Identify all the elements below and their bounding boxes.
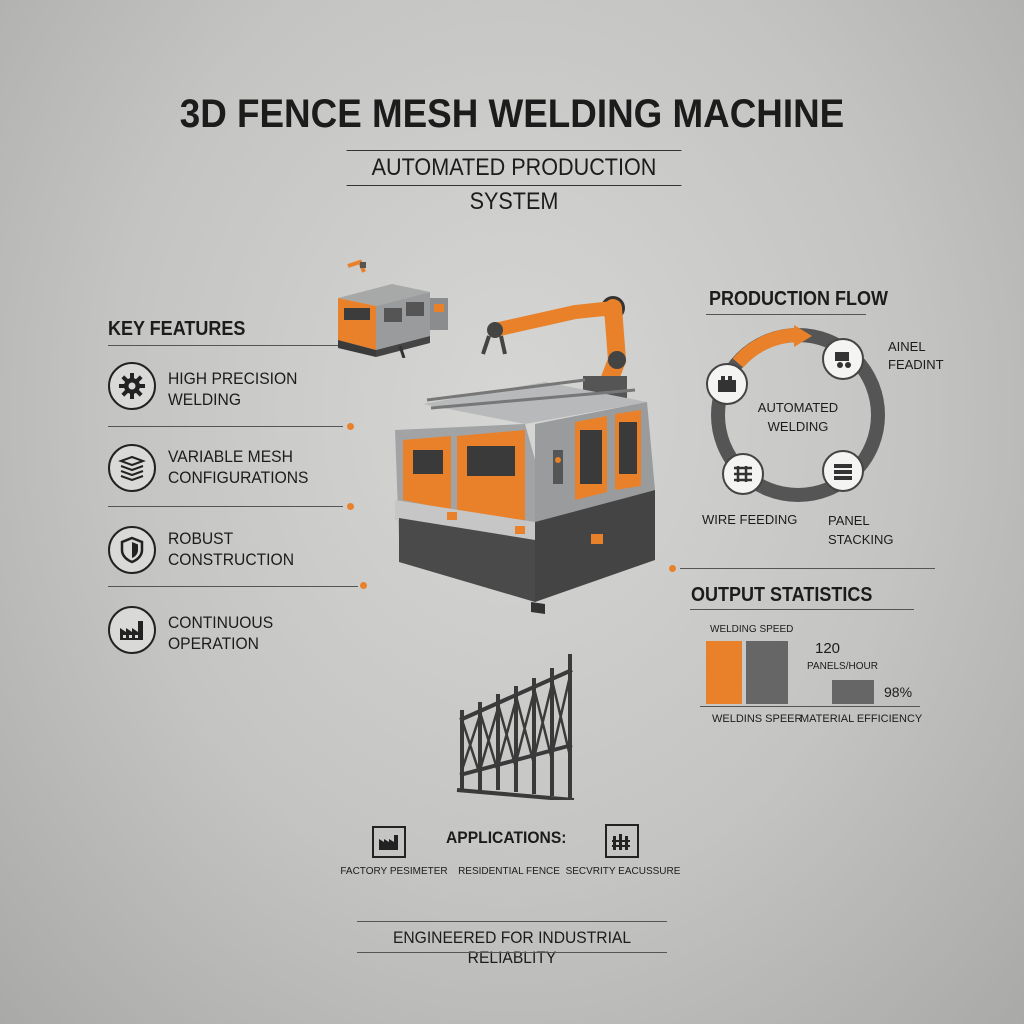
feature-line1: CONTINUOUS xyxy=(168,613,274,632)
key-features-rule xyxy=(108,345,348,346)
feature-item-operation: CONTINUOUS OPERATION xyxy=(108,606,358,654)
application-item-residential: RESIDENTIAL FENCE xyxy=(458,866,560,877)
feature-line1: HIGH PRECISION xyxy=(168,369,298,388)
flow-node-feed xyxy=(706,363,748,405)
feature-item-construction: ROBUST CONSTRUCTION xyxy=(108,526,358,574)
callout-dot xyxy=(347,423,354,430)
welding-speed-bar-grey xyxy=(746,641,788,704)
panels-unit: PANELS/HOUR xyxy=(807,661,878,672)
feature-divider xyxy=(108,586,358,587)
stats-baseline xyxy=(700,706,920,707)
page-title: 3D FENCE MESH WELDING MACHINE xyxy=(179,92,845,136)
footer-rule-top xyxy=(357,921,667,922)
output-statistics-rule xyxy=(690,609,914,610)
footer-tagline: ENGINEERED FOR INDUSTRIAL RELIABLITY xyxy=(392,928,632,967)
output-statistics-heading: OUTPUT STATISTICS xyxy=(691,584,873,606)
key-features-heading: KEY FEATURES xyxy=(108,318,246,340)
application-item-factory: FACTORY PESIMETER xyxy=(340,866,448,877)
welding-speed-top-label: WELDING SPEED xyxy=(710,624,794,635)
callout-dot xyxy=(360,582,367,589)
callout-dot xyxy=(347,503,354,510)
flow-top-right-line2: FEADINT xyxy=(888,357,944,372)
flow-node-stack xyxy=(822,450,864,492)
flow-center-line2: WELDING xyxy=(767,419,829,434)
stack-icon xyxy=(108,444,156,492)
flow-top-right-line1: AINEL xyxy=(888,339,926,354)
flow-center-label: AUTOMATED WELDING xyxy=(748,398,848,436)
production-flow-cycle xyxy=(711,325,885,502)
flow-stacking-line2: STACKING xyxy=(828,532,894,547)
feature-divider xyxy=(108,506,343,507)
factory-perimeter-icon xyxy=(372,826,406,858)
flow-node-wire xyxy=(722,453,764,495)
stats-label-left: WELDINS SPEER xyxy=(712,713,803,725)
feature-line2: WELDING xyxy=(168,390,241,409)
panels-value: 120 xyxy=(815,640,841,657)
main-machine-illustration xyxy=(395,296,655,614)
gear-icon xyxy=(108,362,156,410)
small-machine-illustration xyxy=(338,259,448,358)
feature-line2: OPERATION xyxy=(168,634,259,653)
feature-divider xyxy=(108,426,343,427)
feature-line1: ROBUST xyxy=(168,529,234,548)
callout-dot xyxy=(669,565,676,572)
feature-line1: VARIABLE MESH xyxy=(168,447,293,466)
flow-panel-stacking-label: PANEL STACKING xyxy=(828,511,894,549)
flow-wire-feeding-label: WIRE FEEDING xyxy=(702,512,798,527)
feature-item-precision: HIGH PRECISION WELDING xyxy=(108,362,358,410)
flow-top-right-label: AINEL FEADINT xyxy=(888,338,944,374)
stats-label-right: MATERIAL EFFICIENCY xyxy=(800,713,923,725)
production-flow-heading: PRODUCTION FLOW xyxy=(709,288,888,310)
efficiency-value: 98% xyxy=(884,684,913,700)
feature-line2: CONSTRUCTION xyxy=(168,550,294,569)
section-divider xyxy=(680,568,935,569)
flow-node-panel xyxy=(822,338,864,380)
efficiency-bar xyxy=(832,680,874,704)
shield-icon xyxy=(108,526,156,574)
fence-panel-illustration xyxy=(456,654,575,800)
flow-stacking-line1: PANEL xyxy=(828,513,870,528)
production-flow-rule xyxy=(706,314,866,315)
page-subtitle: AUTOMATED PRODUCTION SYSTEM xyxy=(346,150,682,215)
flow-center-line1: AUTOMATED xyxy=(757,400,839,415)
application-item-security: SECVRITY EACUSSURE xyxy=(565,866,681,877)
security-enclosure-icon xyxy=(605,824,639,858)
welding-speed-bar-orange xyxy=(706,641,742,704)
footer-rule-bottom xyxy=(357,952,667,953)
factory-icon xyxy=(108,606,156,654)
feature-line2: CONFIGURATIONS xyxy=(168,468,309,487)
feature-item-mesh: VARIABLE MESH CONFIGURATIONS xyxy=(108,444,358,492)
applications-heading: APPLICATIONS: xyxy=(446,828,567,847)
